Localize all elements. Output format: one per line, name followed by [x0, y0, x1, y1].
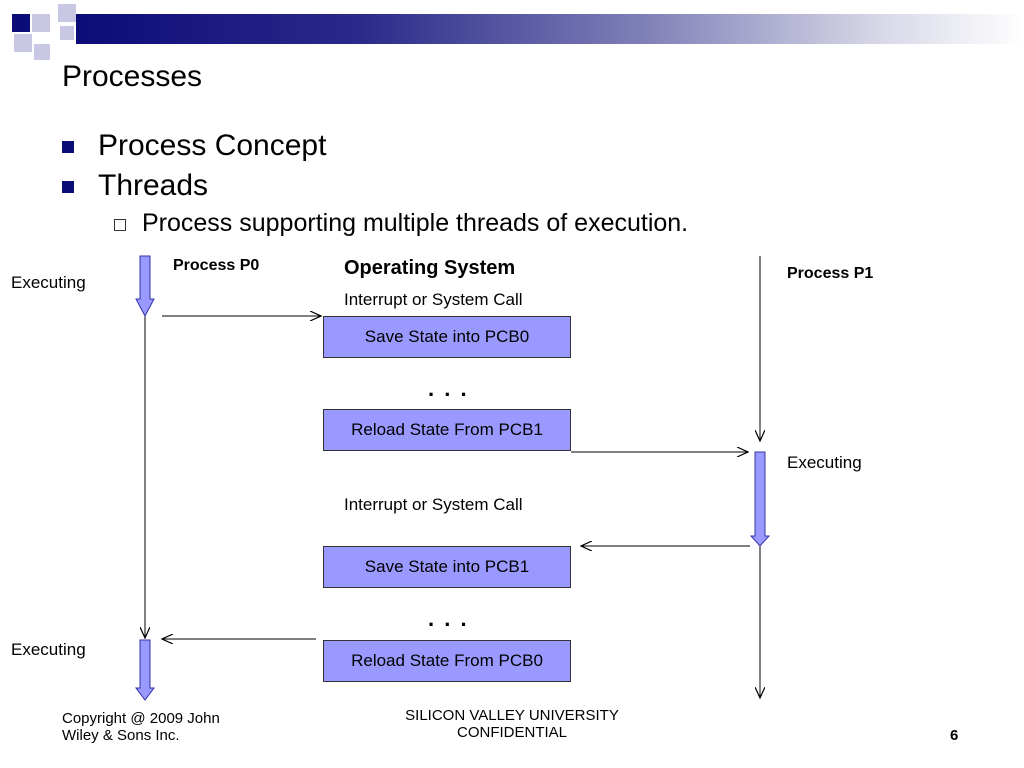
executing-label-p1: Executing — [787, 453, 862, 472]
executing-label-p0-top: Executing — [11, 273, 86, 292]
hollow-square-bullet-icon — [114, 218, 126, 231]
executing-arrow-p1 — [749, 451, 771, 547]
square-bullet-icon — [62, 141, 74, 153]
bullet-text: Process Concept — [98, 129, 327, 162]
header-square-light — [34, 44, 50, 60]
interrupt-label-2: Interrupt or System Call — [344, 495, 523, 514]
executing-arrow-p0-top — [135, 255, 155, 318]
process-p0-label: Process P0 — [173, 257, 260, 274]
executing-arrow-p0-bottom — [135, 639, 155, 701]
ellipsis-2: . . . — [428, 606, 469, 631]
process-p1-label: Process P1 — [787, 265, 874, 282]
reload-state-pcb0-box: Reload State From PCB0 — [323, 640, 571, 682]
header-square-dark — [12, 14, 30, 32]
ellipsis-1: . . . — [428, 376, 469, 401]
footer-confidential-line2: CONFIDENTIAL — [456, 724, 567, 741]
header-gradient-band — [76, 14, 1024, 44]
footer-copyright: Copyright @ 2009 John Wiley & Sons Inc. — [62, 710, 220, 744]
bullet-item: Threads — [62, 169, 208, 203]
interrupt-label-1: Interrupt or System Call — [344, 290, 523, 309]
footer-copyright-line1: Copyright @ 2009 John — [62, 710, 220, 727]
bullet-item: Process Concept — [62, 129, 326, 163]
footer-copyright-line2: Wiley & Sons Inc. — [62, 727, 180, 744]
save-state-pcb1-box: Save State into PCB1 — [323, 546, 571, 588]
bullet-text: Threads — [98, 169, 209, 202]
sub-bullet-item: Process supporting multiple threads of e… — [114, 209, 688, 238]
executing-label-p0-bottom: Executing — [11, 640, 86, 659]
footer-confidential: SILICON VALLEY UNIVERSITY CONFIDENTIAL — [372, 707, 652, 741]
reload-state-pcb1-box: Reload State From PCB1 — [323, 409, 571, 451]
header-square-light — [60, 26, 74, 40]
header-square-light — [58, 4, 76, 22]
footer-confidential-line1: SILICON VALLEY UNIVERSITY — [405, 707, 619, 724]
slide-title: Processes — [62, 60, 203, 93]
page-number: 6 — [950, 727, 959, 744]
header-square-light — [32, 14, 50, 32]
sub-bullet-text: Process supporting multiple threads of e… — [142, 209, 689, 237]
operating-system-label: Operating System — [344, 257, 516, 279]
save-state-pcb0-box: Save State into PCB0 — [323, 316, 571, 358]
square-bullet-icon — [62, 181, 74, 193]
header-square-light — [14, 34, 32, 52]
